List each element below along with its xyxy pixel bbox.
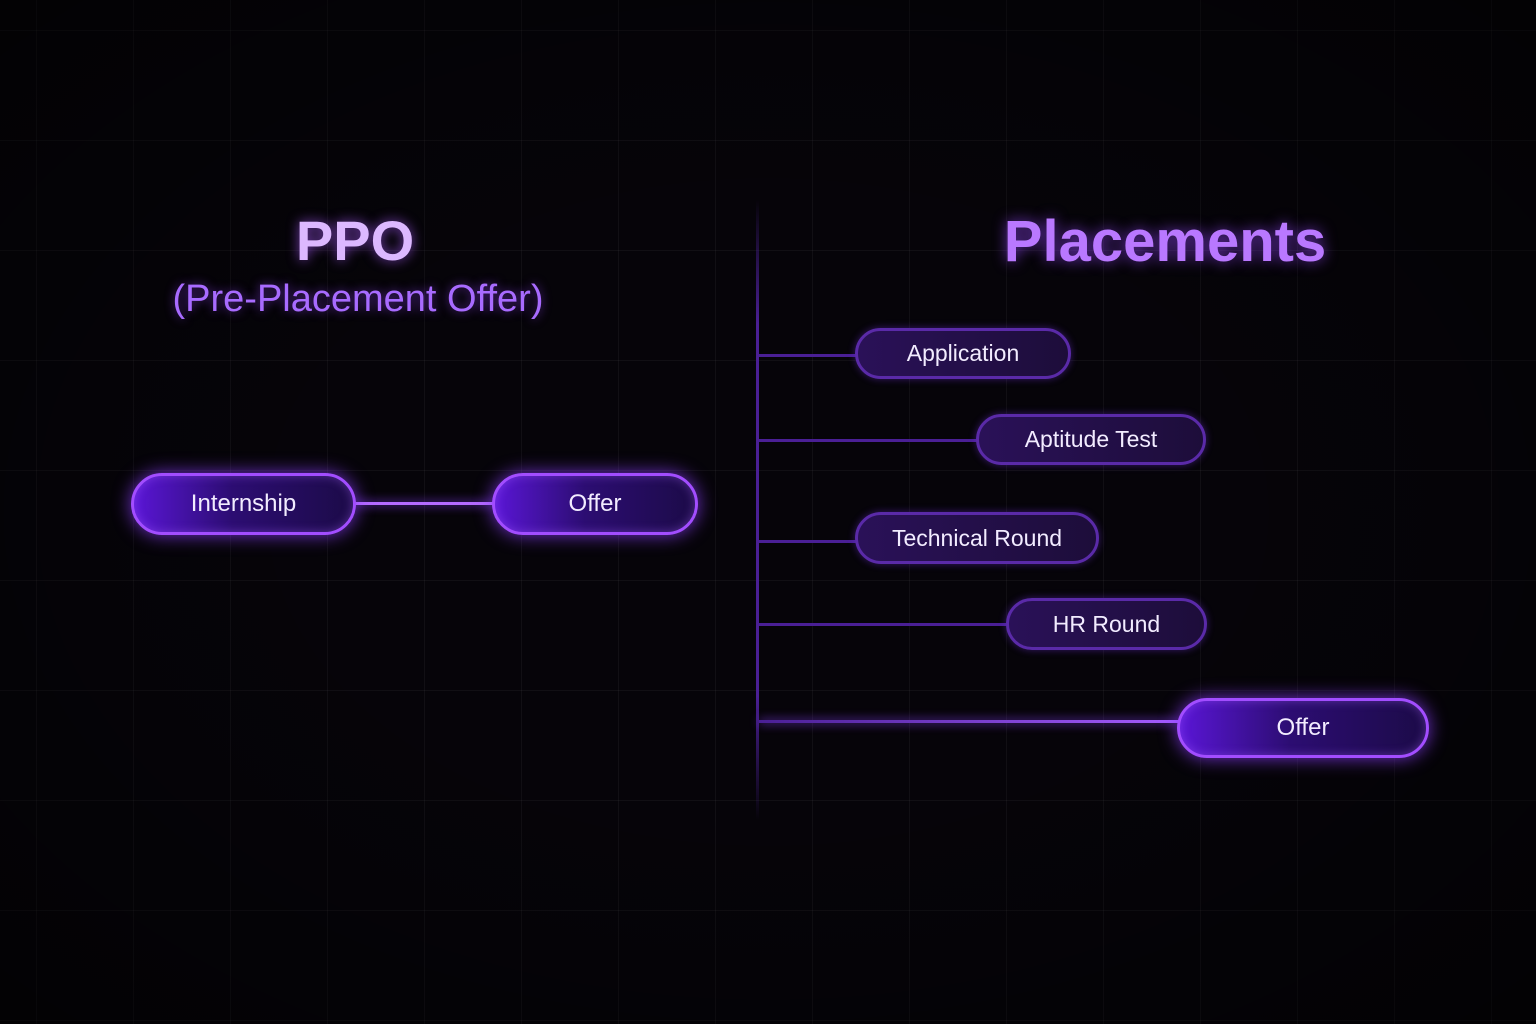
placement-step-hr-round: HR Round [1006, 598, 1207, 650]
ppo-title: PPO [295, 209, 415, 272]
ppo-step-internship: Internship [131, 473, 356, 535]
placement-step-offer: Offer [1177, 698, 1429, 758]
placement-step-technical-round: Technical Round [855, 512, 1099, 564]
connector-offer [759, 720, 1179, 723]
placement-step-aptitude-test: Aptitude Test [976, 414, 1206, 465]
ppo-connector [352, 502, 495, 505]
connector-aptitude [759, 439, 978, 442]
placement-step-application: Application [855, 328, 1071, 379]
placements-title: Placements [1003, 209, 1327, 274]
connector-hr [759, 623, 1008, 626]
divider-timeline [756, 200, 759, 820]
ppo-subtitle: (Pre-Placement Offer) [172, 278, 544, 320]
ppo-step-offer: Offer [492, 473, 698, 535]
connector-application [759, 354, 857, 357]
connector-technical [759, 540, 857, 543]
